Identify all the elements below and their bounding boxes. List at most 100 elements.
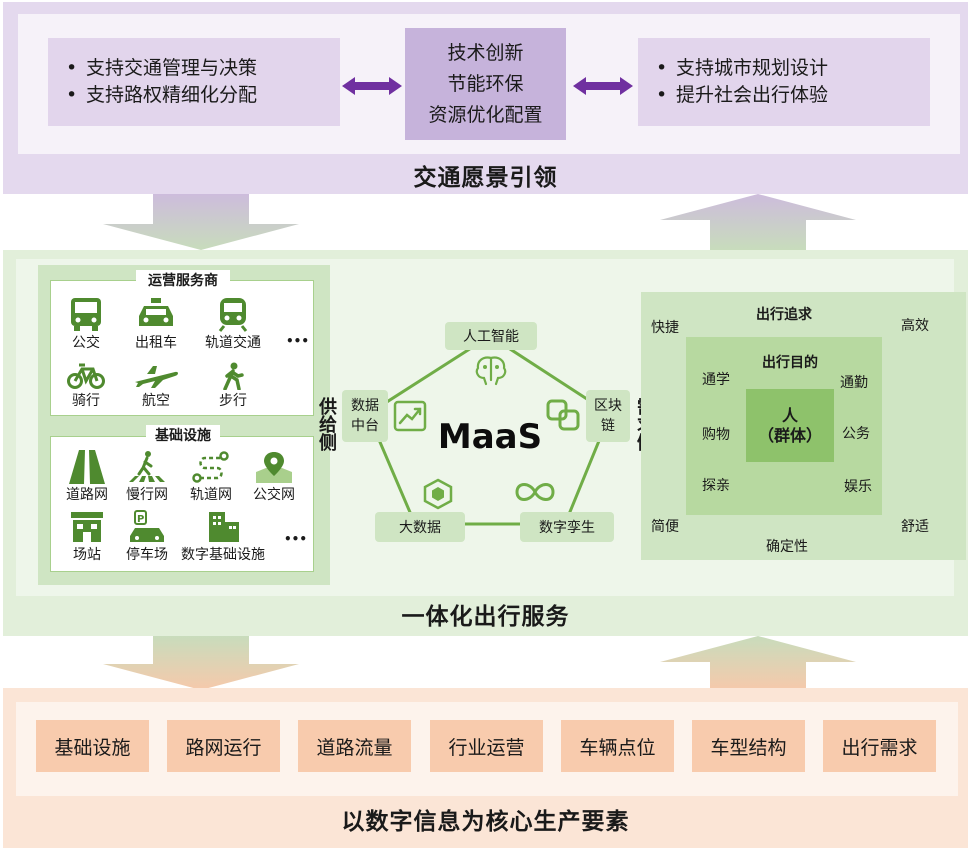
chain-link-icon xyxy=(546,399,580,431)
operator-label: 出租车 xyxy=(135,335,177,351)
chart-trend-icon xyxy=(393,400,427,432)
map-pin-icon xyxy=(256,452,292,483)
data-title: 以数字信息为核心生产要素 xyxy=(341,809,630,835)
maas-node-data-platform-label: 数据中台 xyxy=(351,398,379,434)
city-buildings-icon xyxy=(209,512,239,542)
hexagon-cube-icon xyxy=(423,478,453,510)
vision-right-bullet: 支持城市规划设计 xyxy=(656,55,828,82)
demand-core-box: 人 （群体） xyxy=(746,389,834,462)
demand-middle-title: 出行目的 xyxy=(762,355,818,371)
infra-label: 场站 xyxy=(73,547,101,563)
vision-center-line: 节能环保 xyxy=(447,72,524,95)
svg-text:P: P xyxy=(137,514,144,525)
infra-slow-network: 慢行网 xyxy=(118,450,176,504)
demand-outer-word: 确定性 xyxy=(766,539,808,555)
vision-right-box: 支持城市规划设计 提升社会出行体验 xyxy=(638,38,930,126)
infra-rail-network: 轨道网 xyxy=(180,450,242,504)
demand-middle-word: 购物 xyxy=(702,427,730,443)
vision-left-bullet: 支持路权精细化分配 xyxy=(66,82,257,109)
infra-label: 道路网 xyxy=(66,487,108,503)
demand-outer-word: 简便 xyxy=(651,519,679,535)
bus-icon xyxy=(71,298,101,331)
demand-outer-word: 高效 xyxy=(901,318,929,334)
station-building-icon xyxy=(71,512,103,542)
up-arrow-icon xyxy=(660,636,856,690)
demand-outer-word: 快捷 xyxy=(651,320,679,336)
data-element: 路网运行 xyxy=(167,720,280,772)
walking-person-icon xyxy=(223,362,244,390)
maas-node-digital-twin: 数字孪生 xyxy=(520,512,614,542)
vision-right-bullet: 提升社会出行体验 xyxy=(656,82,828,109)
taxi-icon xyxy=(139,298,173,326)
infinity-twin-icon xyxy=(515,483,555,501)
vision-left-box: 支持交通管理与决策 支持路权精细化分配 xyxy=(48,38,340,126)
operator-aviation: 航空 xyxy=(126,362,186,410)
demand-core-person: 人 xyxy=(781,405,798,425)
operator-bus: 公交 xyxy=(58,296,114,352)
operators-more: ••• xyxy=(286,334,310,348)
maas-node-blockchain-label: 区块链 xyxy=(594,398,622,434)
route-path-icon xyxy=(192,451,229,483)
data-element: 车型结构 xyxy=(692,720,805,772)
bicycle-icon xyxy=(67,363,105,389)
operator-label: 公交 xyxy=(72,335,100,351)
operator-label: 骑行 xyxy=(72,393,100,409)
demand-middle-word: 公务 xyxy=(842,426,870,442)
infra-label: 公交网 xyxy=(253,487,295,503)
infra-label: 数字基础设施 xyxy=(181,547,265,563)
infra-road-network: 道路网 xyxy=(58,450,116,504)
down-arrow-icon xyxy=(103,636,299,690)
vision-title: 交通愿景引领 xyxy=(413,165,558,191)
infra-parking: P 停车场 xyxy=(118,510,176,564)
up-arrow-icon xyxy=(660,194,856,250)
infra-label: 轨道网 xyxy=(190,487,232,503)
maas-title: MaaS xyxy=(437,417,543,457)
vision-left-bullet: 支持交通管理与决策 xyxy=(66,55,257,82)
maas-node-big-data: 大数据 xyxy=(375,512,465,542)
data-element: 基础设施 xyxy=(36,720,149,772)
airplane-icon xyxy=(135,366,178,388)
operator-label: 步行 xyxy=(219,393,247,409)
operator-bike: 骑行 xyxy=(58,362,114,410)
brain-icon xyxy=(475,356,507,386)
data-element: 车辆点位 xyxy=(561,720,674,772)
parking-car-icon: P xyxy=(130,510,164,542)
operators-title: 运营服务商 xyxy=(136,270,230,290)
demand-outer-title: 出行追求 xyxy=(756,307,812,323)
vision-center-line: 技术创新 xyxy=(447,41,524,64)
infra-bus-network: 公交网 xyxy=(244,450,304,504)
demand-core-group: （群体） xyxy=(757,425,822,445)
service-title: 一体化出行服务 xyxy=(401,604,570,630)
operator-taxi: 出租车 xyxy=(126,296,186,352)
data-element: 出行需求 xyxy=(823,720,936,772)
data-element: 道路流量 xyxy=(298,720,411,772)
road-icon xyxy=(69,450,105,484)
demand-middle-word: 探亲 xyxy=(702,478,730,494)
metro-train-icon xyxy=(218,298,248,332)
operator-walk: 步行 xyxy=(200,362,266,410)
operator-label: 航空 xyxy=(142,393,170,409)
operator-rail: 轨道交通 xyxy=(196,296,270,352)
supply-side-label: 供给侧 xyxy=(316,397,337,451)
demand-middle-word: 通学 xyxy=(702,372,730,388)
infra-label: 慢行网 xyxy=(126,487,168,503)
infrastructure-title: 基础设施 xyxy=(146,425,220,445)
vision-center-line: 资源优化配置 xyxy=(428,103,543,126)
demand-outer-word: 舒适 xyxy=(901,519,929,535)
infra-digital: 数字基础设施 xyxy=(172,510,274,564)
data-element: 行业运营 xyxy=(430,720,543,772)
infrastructure-more: ••• xyxy=(284,532,308,546)
maas-node-data-platform: 数据中台 xyxy=(342,390,388,442)
double-arrow-icon xyxy=(342,77,402,95)
demand-middle-word: 娱乐 xyxy=(844,479,872,495)
maas-node-ai: 人工智能 xyxy=(445,322,537,350)
double-arrow-icon xyxy=(573,77,633,95)
vision-center-box: 技术创新 节能环保 资源优化配置 xyxy=(405,28,566,140)
demand-middle-word: 通勤 xyxy=(840,375,868,391)
operator-label: 轨道交通 xyxy=(205,335,261,351)
down-arrow-icon xyxy=(103,194,299,250)
infra-label: 停车场 xyxy=(126,547,168,563)
maas-node-blockchain: 区块链 xyxy=(586,390,630,442)
infra-station: 场站 xyxy=(58,510,116,564)
crosswalk-pedestrian-icon xyxy=(129,451,165,482)
